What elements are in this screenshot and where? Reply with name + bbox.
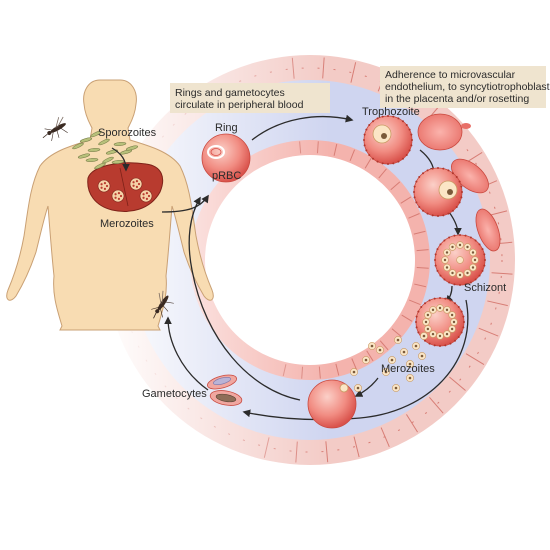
callout-adherence-line1: Adherence to microvascular <box>385 69 516 81</box>
schizont-cell <box>434 234 486 286</box>
label-ring: Ring <box>215 122 238 134</box>
arrow-cycle-back-up <box>188 196 301 401</box>
arrow-gametocytes-to-mosquito <box>164 316 209 391</box>
label-merozoites-liver: Merozoites <box>100 218 154 230</box>
arrow-long-return <box>242 299 469 421</box>
mosquito-top <box>42 116 68 141</box>
label-prbc: pRBC <box>212 170 241 182</box>
mosquito-bottom <box>151 290 174 319</box>
arrow-rupture-to-merozoites <box>354 377 379 397</box>
lifecycle-arrows <box>111 114 469 421</box>
arrow-sporozoites-to-liver <box>111 147 130 172</box>
label-sporozoites: Sporozoites <box>98 127 157 139</box>
sporozoites-cluster <box>72 130 139 170</box>
pfemp1-knobs <box>363 115 486 347</box>
arrow-ring-to-trophozoite <box>251 114 354 141</box>
late-trophozoite <box>413 167 463 217</box>
callout-rings-line2: circulate in peripheral blood <box>175 99 304 111</box>
label-schizont: Schizont <box>464 282 506 294</box>
gametocytes-cells <box>207 374 243 406</box>
label-trophozoite: Trophozoite <box>362 106 420 118</box>
infected-hepatocytes <box>97 177 153 203</box>
callout-rings-circulate: Rings and gametocytes circulate in perip… <box>170 83 330 113</box>
callout-rings-line1: Rings and gametocytes <box>175 87 285 99</box>
label-gametocytes: Gametocytes <box>142 388 207 400</box>
uninfected-rbcs <box>417 113 501 252</box>
rupturing-schizont <box>415 297 465 347</box>
callout-adherence-line2: endothelium, to syncytiotrophoblasts <box>385 81 550 93</box>
callout-adherence: Adherence to microvascular endothelium, … <box>380 66 550 108</box>
ring-prbc <box>201 133 251 183</box>
arrow-merozoites-to-ring <box>161 194 209 213</box>
callout-adherence-line3: in the placenta and/or rosetting <box>385 93 529 105</box>
free-merozoites <box>350 332 428 392</box>
human-body <box>6 79 214 331</box>
label-merozoites-vessel: Merozoites <box>381 363 435 375</box>
trophozoite-cell <box>363 115 413 165</box>
newly-invaded-rbc <box>307 379 357 429</box>
